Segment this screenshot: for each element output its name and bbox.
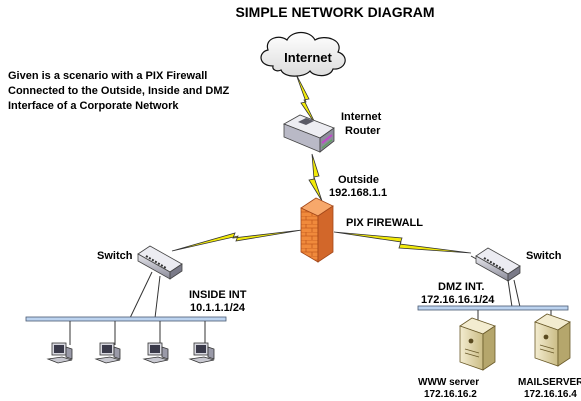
inside-switch-drop-line-2 [154, 275, 161, 319]
firewall-icon [300, 197, 334, 263]
lightning-firewall-inside [171, 229, 303, 252]
mail-server-label: MAILSERVER [518, 377, 581, 388]
dmz-lan-bus [417, 305, 569, 311]
inside-lan-bus [25, 316, 227, 322]
dmz-switch-drop-line-2 [513, 279, 521, 308]
outside-ip: 192.168.1.1 [329, 187, 387, 199]
workstation-icon-4 [188, 342, 215, 364]
inside-switch-drop-line [129, 271, 153, 319]
dmz-switch-label: Switch [526, 250, 562, 262]
www-server-ip: 172.16.16.2 [424, 389, 477, 400]
inside-int-label: INSIDE INT [189, 289, 247, 301]
internet-cloud-icon [260, 31, 346, 77]
dmz-switch-icon [475, 247, 521, 282]
lightning-router-firewall [308, 153, 323, 202]
inside-switch-icon [137, 245, 183, 280]
workstation-icon-1 [46, 342, 73, 364]
router-label-line-1: Internet [341, 111, 382, 123]
workstation-icon-3 [142, 342, 169, 364]
firewall-label: PIX FIREWALL [346, 217, 423, 229]
mail-server-ip: 172.16.16.4 [524, 389, 577, 400]
mail-server-icon [534, 313, 571, 367]
inside-switch-label: Switch [97, 250, 133, 262]
dmz-switch-drop-line [507, 279, 513, 308]
diagram-title: SIMPLE NETWORK DIAGRAM [235, 4, 434, 20]
www-server-icon [459, 317, 496, 371]
router-icon [283, 114, 335, 153]
internet-label: Internet [284, 50, 332, 65]
router-label-line-2: Router [345, 125, 381, 137]
outside-label: Outside [338, 174, 379, 186]
dmz-int-ip: 172.16.16.1/24 [421, 294, 495, 306]
description-line-3: Interface of a Corporate Network [8, 100, 179, 112]
lightning-firewall-dmz [333, 231, 472, 254]
description-line-2: Connected to the Outside, Inside and DMZ [8, 85, 230, 97]
www-server-label: WWW server [418, 377, 479, 388]
description-line-1: Given is a scenario with a PIX Firewall [8, 70, 207, 82]
dmz-int-label: DMZ INT. [438, 281, 484, 293]
inside-int-ip: 10.1.1.1/24 [190, 302, 246, 314]
workstation-icon-2 [94, 342, 121, 364]
